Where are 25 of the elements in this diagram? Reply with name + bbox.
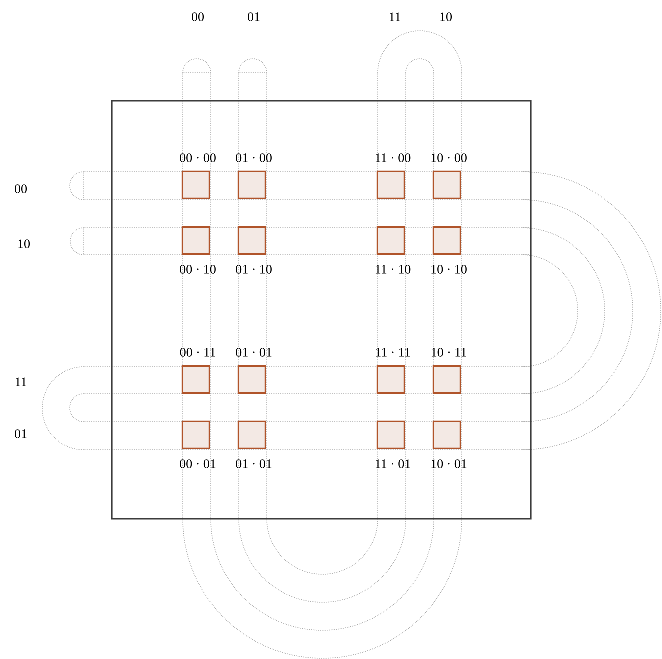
frame-box	[111, 100, 532, 520]
wire-label: 00	[192, 12, 204, 22]
cell-label: 10 · 10	[432, 265, 467, 274]
cell-label: 00 · 01	[180, 460, 216, 468]
cell-label: 01 · 01	[236, 348, 272, 357]
cell-label: 10 · 01	[432, 460, 467, 468]
cell-label: 11 · 01	[376, 460, 410, 468]
wire-label: 11	[16, 378, 26, 386]
wire-label: 01	[248, 12, 260, 22]
cell-label: 00 · 00	[180, 154, 216, 162]
cell-label: 10 · 00	[432, 154, 467, 162]
cell-label: 10 · 11	[432, 348, 466, 357]
wire-label: 00	[15, 184, 28, 194]
wire-label: 11	[390, 12, 400, 22]
cell-label: 01 · 10	[236, 265, 272, 274]
cell-label: 00 · 10	[180, 265, 216, 274]
cell-label: 11 · 10	[376, 265, 411, 274]
wire-label: 01	[15, 430, 27, 438]
cell-label: 01 · 00	[236, 154, 272, 162]
cell-label: 11 · 00	[376, 154, 411, 162]
cell-label: 00 · 11	[180, 348, 216, 357]
cell-label: 11 · 11	[376, 348, 410, 357]
cell-label: 01 · 01	[236, 460, 272, 468]
wire-label: 10	[440, 12, 452, 22]
wire-label: 10	[18, 240, 30, 248]
